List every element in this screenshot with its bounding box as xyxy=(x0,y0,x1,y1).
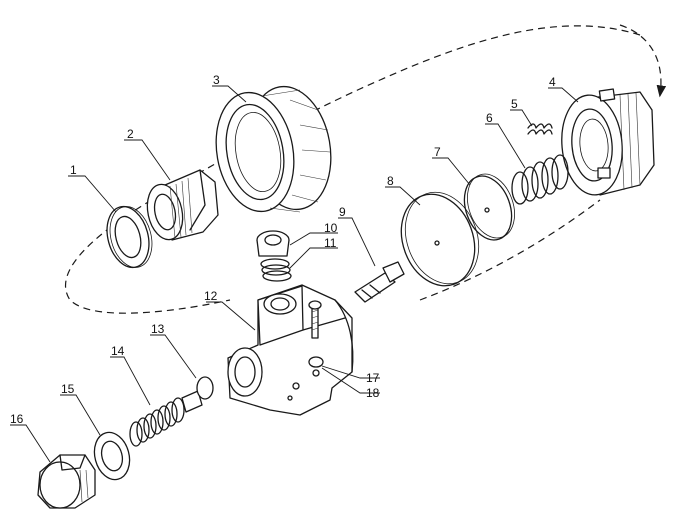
callout-13: 13 xyxy=(151,322,165,336)
callout-14: 14 xyxy=(111,344,125,358)
assembly-path-dashed-upper xyxy=(619,24,667,98)
assembly-path-dashed xyxy=(64,25,641,314)
callout-1: 1 xyxy=(70,163,77,177)
callout-4: 4 xyxy=(549,75,556,89)
part-2-threaded-fitting xyxy=(146,169,219,241)
part-7-small-disc xyxy=(463,173,515,241)
part-4-housing-fitting xyxy=(561,88,655,196)
part-3-union-nut xyxy=(215,85,332,213)
callout-17: 17 xyxy=(366,371,380,385)
callout-6: 6 xyxy=(486,111,493,125)
part-11-spring xyxy=(260,258,292,282)
callout-labels: 1 2 3 4 5 6 7 8 9 10 11 12 13 14 15 16 1… xyxy=(10,73,556,426)
callout-12: 12 xyxy=(204,289,218,303)
part-10-nipple xyxy=(256,230,290,257)
callout-10: 10 xyxy=(324,221,338,235)
callout-18: 18 xyxy=(366,386,380,400)
callout-9: 9 xyxy=(339,205,346,219)
part-12-main-body xyxy=(227,284,354,416)
part-16-cap-plug xyxy=(37,454,96,509)
part-15-washer xyxy=(93,431,131,481)
part-13-plunger xyxy=(181,376,214,413)
part-1-washer xyxy=(106,205,153,269)
part-8-diaphragm xyxy=(400,191,480,287)
part-6-coil-spring xyxy=(511,154,569,205)
part-14-spring xyxy=(129,397,185,447)
callout-16: 16 xyxy=(10,412,24,426)
part-5-small-spring xyxy=(527,123,553,135)
assembly-path-dashed-lower xyxy=(419,199,601,301)
callout-5: 5 xyxy=(511,97,518,111)
part-9-valve-pin xyxy=(354,261,405,303)
callout-8: 8 xyxy=(387,174,394,188)
callout-7: 7 xyxy=(434,145,441,159)
callout-11: 11 xyxy=(324,236,337,250)
callout-3: 3 xyxy=(213,73,220,87)
callout-2: 2 xyxy=(127,127,134,141)
callout-15: 15 xyxy=(61,382,75,396)
leader-lines xyxy=(10,85,579,463)
